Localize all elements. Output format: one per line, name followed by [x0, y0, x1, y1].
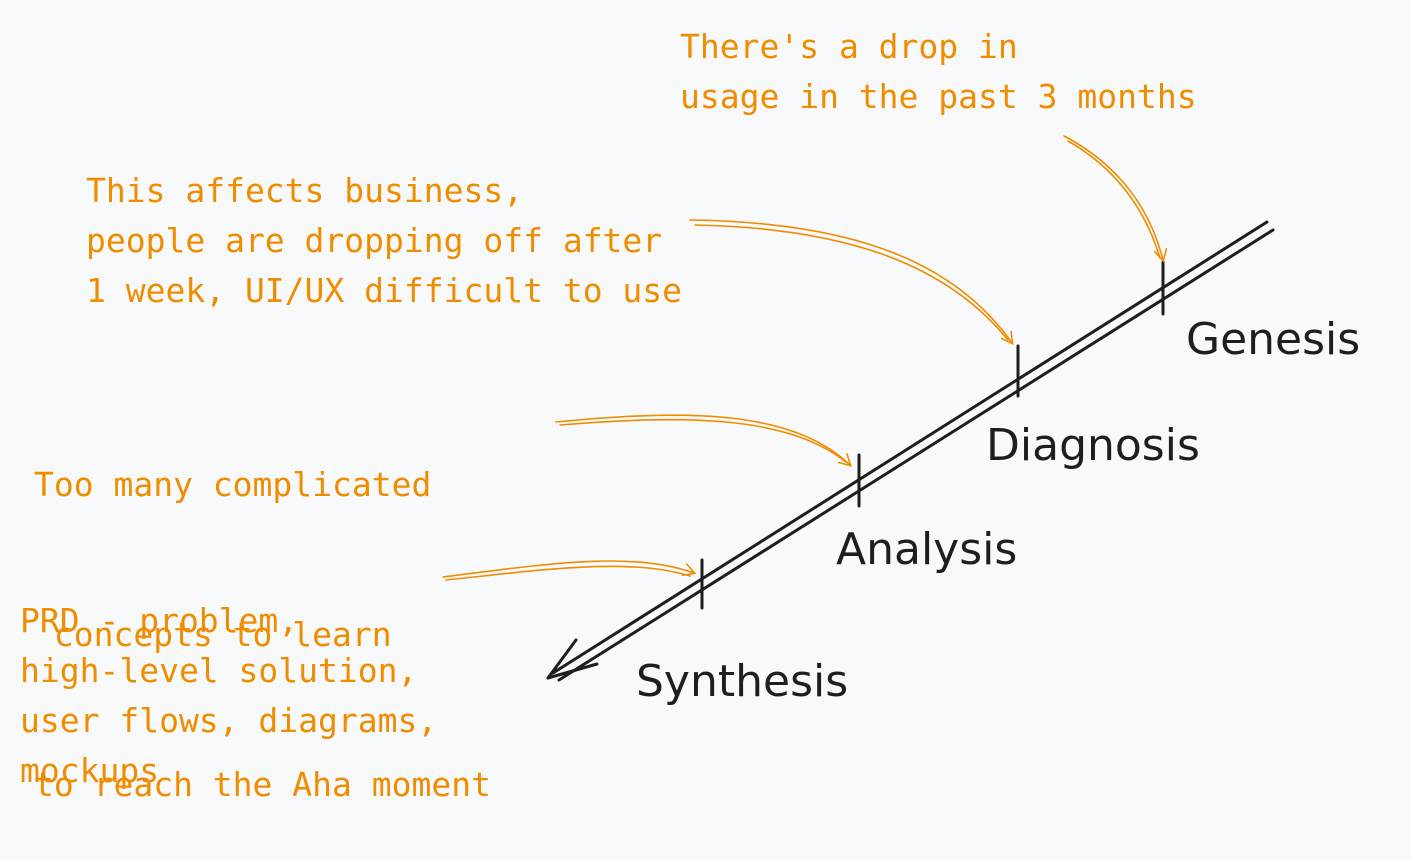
stage-label-genesis: Genesis	[1186, 314, 1361, 365]
note-line: to reach the Aha moment	[34, 765, 491, 804]
arrow-diagnosis	[689, 219, 1014, 346]
note-line: 1 week, UI/UX difficult to use	[86, 271, 683, 310]
timeline-diagram	[442, 135, 1275, 682]
stage-ticks	[700, 260, 1165, 610]
note-line: people are dropping off after	[86, 221, 663, 260]
stage-label-diagnosis: Diagnosis	[986, 420, 1200, 471]
note-line: concepts to learn	[34, 615, 392, 654]
note-line: mockups	[20, 751, 160, 790]
note-line: This affects business,	[86, 171, 524, 210]
stage-label-analysis: Analysis	[836, 524, 1018, 575]
note-synthesis: PRD - problem, high-level solution, user…	[20, 596, 437, 796]
timeline-axis	[551, 220, 1275, 682]
note-line: PRD - problem,	[20, 601, 299, 640]
note-line: high-level solution,	[20, 651, 418, 690]
note-line: usage in the past 3 months	[680, 77, 1197, 116]
note-line: user flows, diagrams,	[20, 701, 438, 740]
arrow-synthesis	[442, 560, 697, 578]
stage-label-synthesis: Synthesis	[636, 656, 849, 707]
timeline-arrowhead-icon	[546, 638, 599, 680]
arrow-analysis	[555, 414, 852, 467]
note-genesis: There's a drop in usage in the past 3 mo…	[680, 22, 1197, 122]
note-analysis: Too many complicated concepts to learn t…	[34, 360, 491, 860]
arrow-genesis	[1063, 135, 1168, 263]
note-diagnosis: This affects business, people are droppi…	[86, 166, 682, 316]
note-line: There's a drop in	[680, 27, 1018, 66]
note-line: Too many complicated	[34, 465, 432, 504]
annotation-arrows	[442, 135, 1168, 581]
